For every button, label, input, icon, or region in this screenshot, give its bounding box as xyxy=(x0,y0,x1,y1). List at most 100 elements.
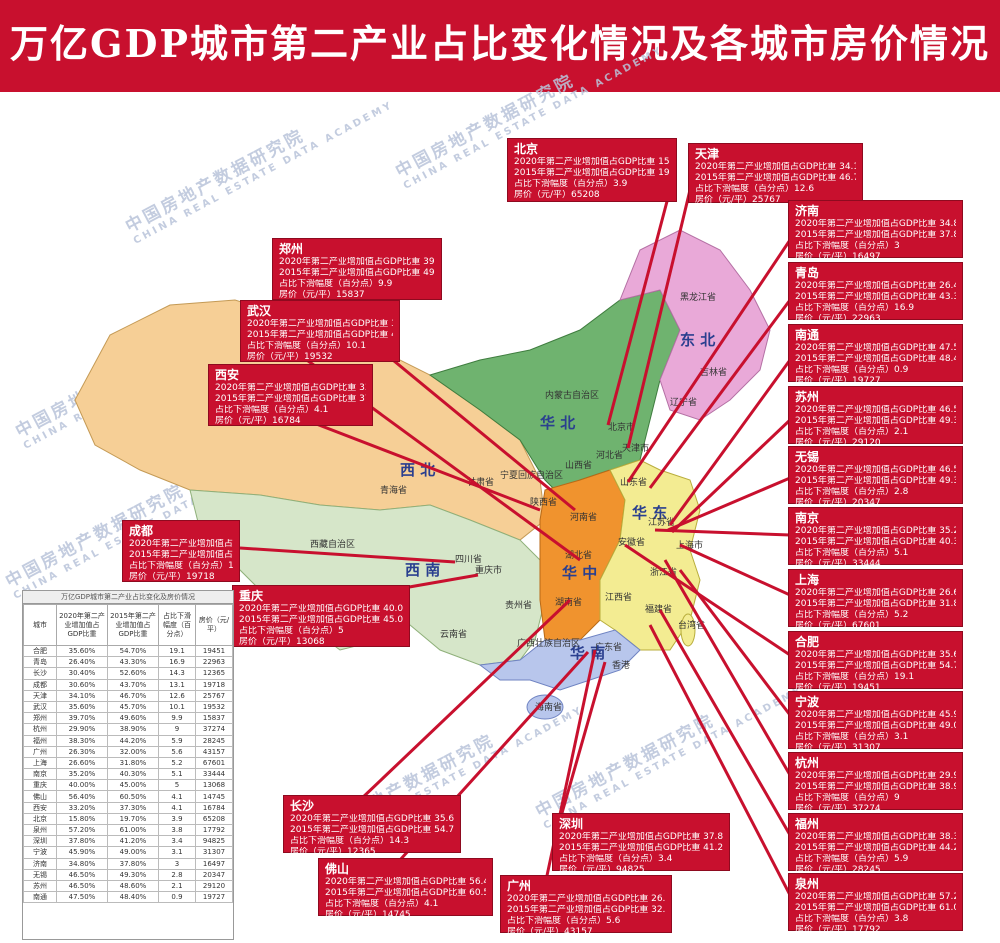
city-card-chongqing: 重庆 2020年第二产业增加值占GDP比重 40.00% 2015年第二产业增加… xyxy=(232,585,410,647)
city-line: 2015年第二产业增加值占GDP比重 45.70% xyxy=(247,330,393,340)
city-line: 2020年第二产业增加值占GDP比重 38.30% xyxy=(795,832,956,842)
city-line: 占比下滑幅度（百分点）9 xyxy=(795,793,900,803)
table-cell: 65208 xyxy=(195,812,233,826)
table-cell: 青岛 xyxy=(23,656,57,669)
city-line: 房价（元/平）19718 xyxy=(129,572,215,582)
table-cell: 上海 xyxy=(23,756,57,770)
province-label: 吉林省 xyxy=(700,366,727,378)
city-line: 2020年第二产业增加值占GDP比重 40.00% xyxy=(239,604,403,614)
city-name: 成都 xyxy=(129,524,154,538)
city-line: 2020年第二产业增加值占GDP比重 47.50% xyxy=(795,343,956,353)
table-cell: 29.90% xyxy=(56,723,108,736)
city-card-nantong: 南通 2020年第二产业增加值占GDP比重 47.50% 2015年第二产业增加… xyxy=(788,324,963,386)
province-label: 广西壮族自治区 xyxy=(517,637,580,649)
leader-line-chengdu xyxy=(239,546,456,564)
province-label: 陕西省 xyxy=(530,496,557,508)
leader-line-beijing xyxy=(606,189,672,426)
table-cell: 54.70% xyxy=(107,644,159,658)
table-cell: 37.80% xyxy=(56,835,108,848)
table-cell: 16497 xyxy=(195,857,233,870)
province-label: 天津市 xyxy=(622,442,649,454)
city-name: 无锡 xyxy=(795,450,820,464)
province-label: 北京市 xyxy=(608,421,635,433)
city-name: 北京 xyxy=(514,142,539,156)
table-cell: 32.00% xyxy=(107,745,159,758)
table-cell: 19532 xyxy=(195,700,233,714)
table-cell: 17792 xyxy=(195,823,233,837)
table-cell: 北京 xyxy=(23,812,57,826)
city-line: 2015年第二产业增加值占GDP比重 49.60% xyxy=(279,268,435,278)
city-line: 2020年第二产业增加值占GDP比重 26.30% xyxy=(507,894,665,904)
table-cell: 43.70% xyxy=(107,678,159,691)
table-header: 占比下滑幅度（百分点） xyxy=(158,604,196,646)
city-name: 南京 xyxy=(795,511,820,525)
table-cell: 26.40% xyxy=(56,656,108,669)
province-label: 福建省 xyxy=(645,603,672,615)
province-label: 河北省 xyxy=(596,449,623,461)
table-cell: 46.70% xyxy=(107,689,159,702)
table-cell: 41.20% xyxy=(107,835,159,848)
city-line: 房价（元/平）28245 xyxy=(795,865,881,875)
table-cell: 12.6 xyxy=(158,689,196,702)
table-cell: 60.50% xyxy=(107,790,159,803)
table-cell: 49.30% xyxy=(107,868,159,881)
city-line: 房价（元/平）17792 xyxy=(795,925,881,935)
table-cell: 19718 xyxy=(195,678,233,691)
table-cell: 13.1 xyxy=(158,678,196,691)
region-label-central: 华 中 xyxy=(562,564,597,582)
leader-line-xian xyxy=(279,408,541,512)
table-cell: 15837 xyxy=(195,712,233,725)
table-cell: 济南 xyxy=(23,857,57,870)
province-label: 湖北省 xyxy=(565,549,592,561)
city-line: 占比下滑幅度（百分点）9.9 xyxy=(279,279,393,289)
table-cell: 10.1 xyxy=(158,700,196,714)
table-cell: 19.70% xyxy=(107,812,159,826)
table-cell: 5.1 xyxy=(158,768,196,781)
table-cell: 19727 xyxy=(195,891,233,904)
city-name: 杭州 xyxy=(795,756,820,770)
table-cell: 5.6 xyxy=(158,745,196,758)
table-cell: 39.70% xyxy=(56,712,108,725)
table-cell: 16784 xyxy=(195,801,233,814)
city-line: 占比下滑幅度（百分点）3.4 xyxy=(559,854,673,864)
table-cell: 3.8 xyxy=(158,823,196,837)
city-line: 2020年第二产业增加值占GDP比重 35.20% xyxy=(795,526,956,536)
city-card-guangzhou: 广州 2020年第二产业增加值占GDP比重 26.30% 2015年第二产业增加… xyxy=(500,875,672,937)
city-line: 2015年第二产业增加值占GDP比重 46.70% xyxy=(695,173,856,183)
city-line: 房价（元/平）19727 xyxy=(795,376,881,386)
table-cell: 2.8 xyxy=(158,868,196,881)
city-line: 房价（元/平）43157 xyxy=(507,927,593,937)
table-cell: 40.00% xyxy=(56,779,108,792)
city-name: 武汉 xyxy=(247,304,272,318)
city-line: 2015年第二产业增加值占GDP比重 49.30% xyxy=(795,476,956,486)
city-line: 房价（元/平）94825 xyxy=(559,865,645,875)
city-line: 2015年第二产业增加值占GDP比重 43.30% xyxy=(795,292,956,302)
city-line: 2020年第二产业增加值占GDP比重 15.80% xyxy=(514,157,670,167)
city-card-chengdu: 成都 2020年第二产业增加值占GDP比重 30.60% 2015年第二产业增加… xyxy=(122,520,240,582)
city-card-beijing: 北京 2020年第二产业增加值占GDP比重 15.80% 2015年第二产业增加… xyxy=(507,138,677,202)
leader-line-hefei xyxy=(624,543,791,657)
province-label: 广东省 xyxy=(595,641,622,653)
city-line: 占比下滑幅度（百分点）10.1 xyxy=(247,341,367,351)
city-line: 占比下滑幅度（百分点）5.2 xyxy=(795,610,909,620)
table-cell: 9.9 xyxy=(158,712,196,725)
city-line: 2015年第二产业增加值占GDP比重 32.00% xyxy=(507,905,665,915)
table-cell: 37274 xyxy=(195,723,233,736)
city-line: 房价（元/平）20347 xyxy=(795,498,881,508)
table-cell: 2.1 xyxy=(158,879,196,893)
city-line: 2020年第二产业增加值占GDP比重 26.60% xyxy=(795,588,956,598)
province-label: 台湾省 xyxy=(678,619,705,631)
city-card-changsha: 长沙 2020年第二产业增加值占GDP比重 35.60% 2015年第二产业增加… xyxy=(283,795,461,857)
table-cell: 广州 xyxy=(23,745,57,758)
city-line: 2015年第二产业增加值占GDP比重 19.70% xyxy=(514,168,670,178)
table-cell: 5.9 xyxy=(158,734,196,747)
city-line: 2015年第二产业增加值占GDP比重 61.00% xyxy=(795,903,956,913)
